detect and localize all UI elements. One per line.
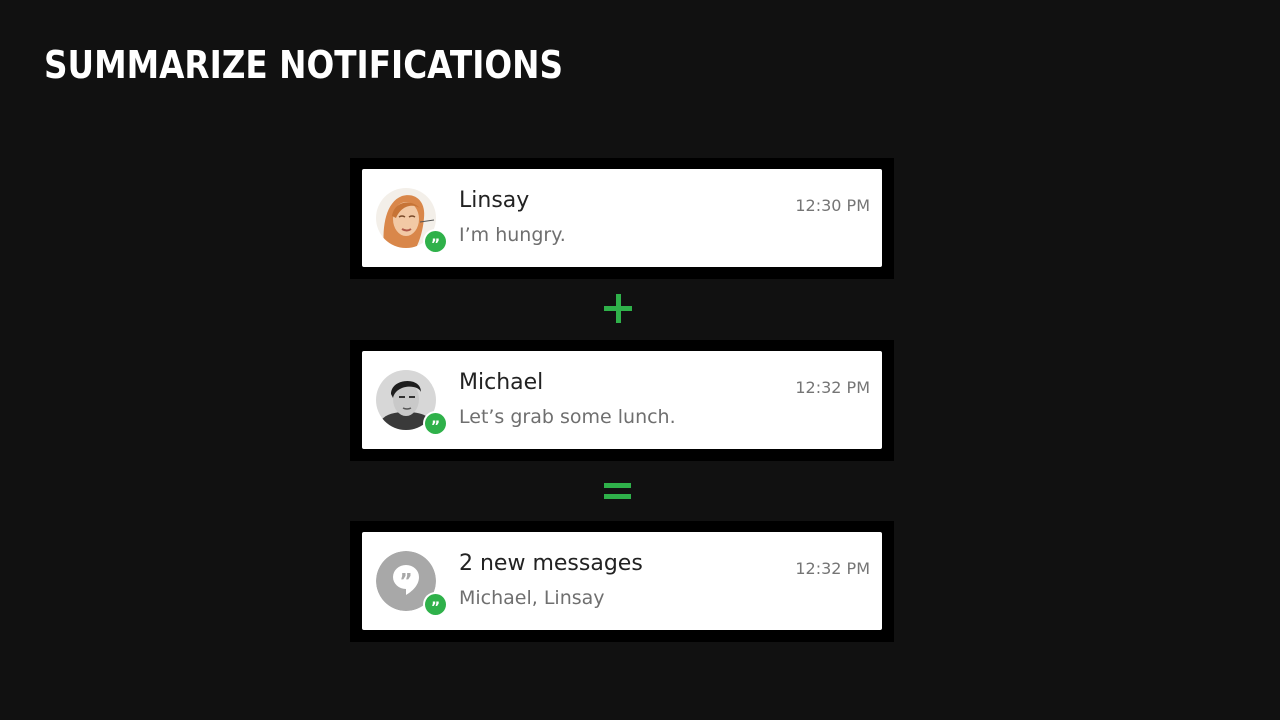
notification-frame: ” Michael Let’s grab some lunch. 12:32 P… (350, 340, 894, 461)
notification-card-summary[interactable]: ” ” 2 new messages Michael, Linsay 12:32… (362, 532, 882, 630)
equals-icon (598, 473, 638, 509)
hangouts-icon: ” (423, 592, 448, 617)
svg-text:”: ” (399, 569, 412, 593)
notification-time: 12:30 PM (795, 196, 870, 215)
hangouts-gray-icon: ” (376, 551, 436, 611)
notification-time: 12:32 PM (795, 559, 870, 578)
notification-frame: ” Linsay I’m hungry. 12:30 PM (350, 158, 894, 279)
notification-message: Michael, Linsay (459, 587, 605, 609)
notification-message: I’m hungry. (459, 224, 566, 246)
notification-card-michael[interactable]: ” Michael Let’s grab some lunch. 12:32 P… (362, 351, 882, 449)
hangouts-icon: ” (423, 411, 448, 436)
hangouts-icon: ” (423, 229, 448, 254)
svg-text:”: ” (431, 600, 440, 616)
slide-title: SUMMARIZE NOTIFICATIONS (44, 43, 564, 87)
svg-text:”: ” (431, 237, 440, 253)
notification-time: 12:32 PM (795, 378, 870, 397)
notification-frame: ” ” 2 new messages Michael, Linsay 12:32… (350, 521, 894, 642)
notification-card-linsay[interactable]: ” Linsay I’m hungry. 12:30 PM (362, 169, 882, 267)
notification-sender: Linsay (459, 188, 530, 213)
avatar-linsay (376, 188, 436, 248)
svg-text:”: ” (431, 419, 440, 435)
notification-message: Let’s grab some lunch. (459, 406, 676, 428)
plus-icon (598, 290, 638, 326)
notification-sender: 2 new messages (459, 551, 643, 576)
notification-sender: Michael (459, 370, 544, 395)
